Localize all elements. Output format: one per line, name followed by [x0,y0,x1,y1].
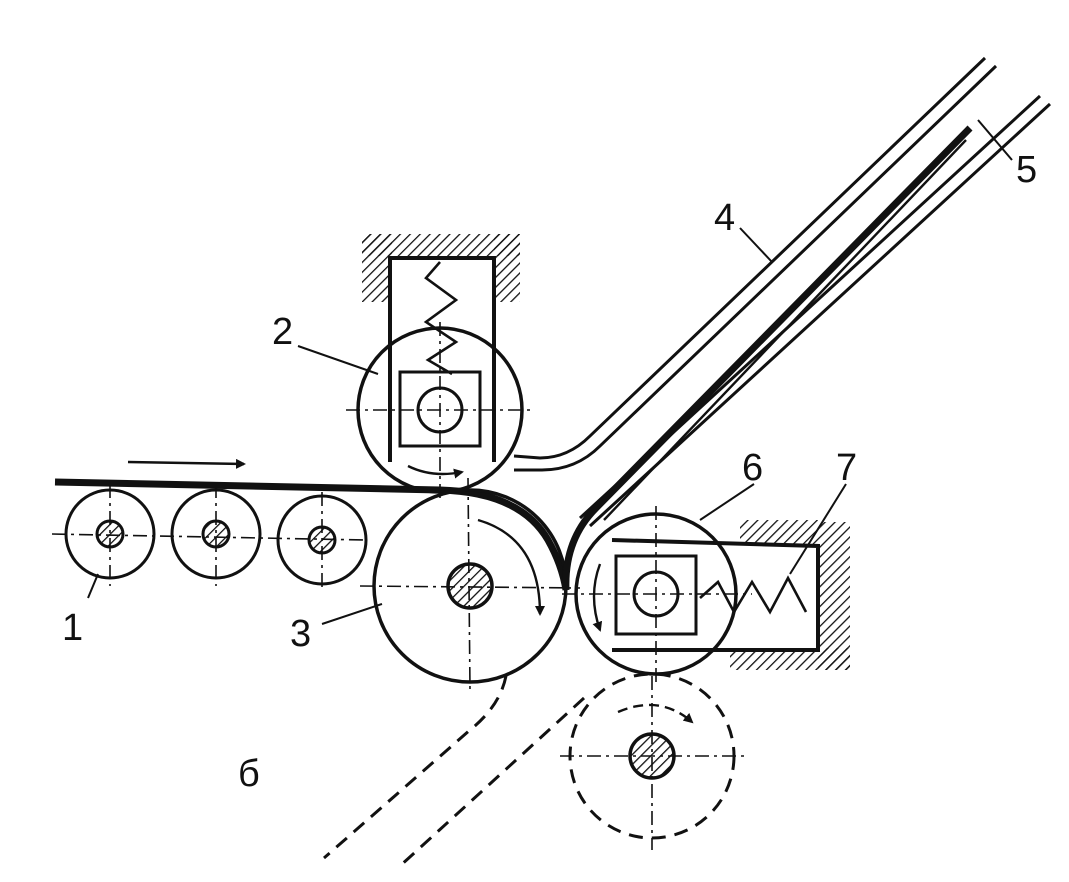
bending-roller [359,477,581,691]
figure-letter: б [238,753,260,795]
label-feed-rollers: 1 [62,607,83,649]
feed-direction-arrow [127,458,246,469]
label-upper-pressure-roller: 2 [272,311,293,353]
right-frame-hatch [730,520,850,670]
label-spring: 7 [836,447,857,489]
side-pressure-roller [562,506,752,686]
upper-spring [423,261,459,376]
incoming-sheet [54,478,570,591]
label-bending-roller: 3 [290,613,311,655]
alternate-sheet-path [323,675,586,868]
upper-frame-hatch [362,234,520,302]
bent-sheet [562,125,973,591]
upper-pressure-roller [346,322,534,500]
side-spring [699,575,808,615]
label-sheet: 5 [1016,149,1037,191]
feed-roller-centerlines [51,484,367,592]
alternate-roller-position [560,672,744,850]
label-guide: 4 [714,197,735,239]
leader-lines [87,119,1013,625]
label-side-pressure-roller: 6 [742,447,763,489]
upper-housing [388,256,496,462]
